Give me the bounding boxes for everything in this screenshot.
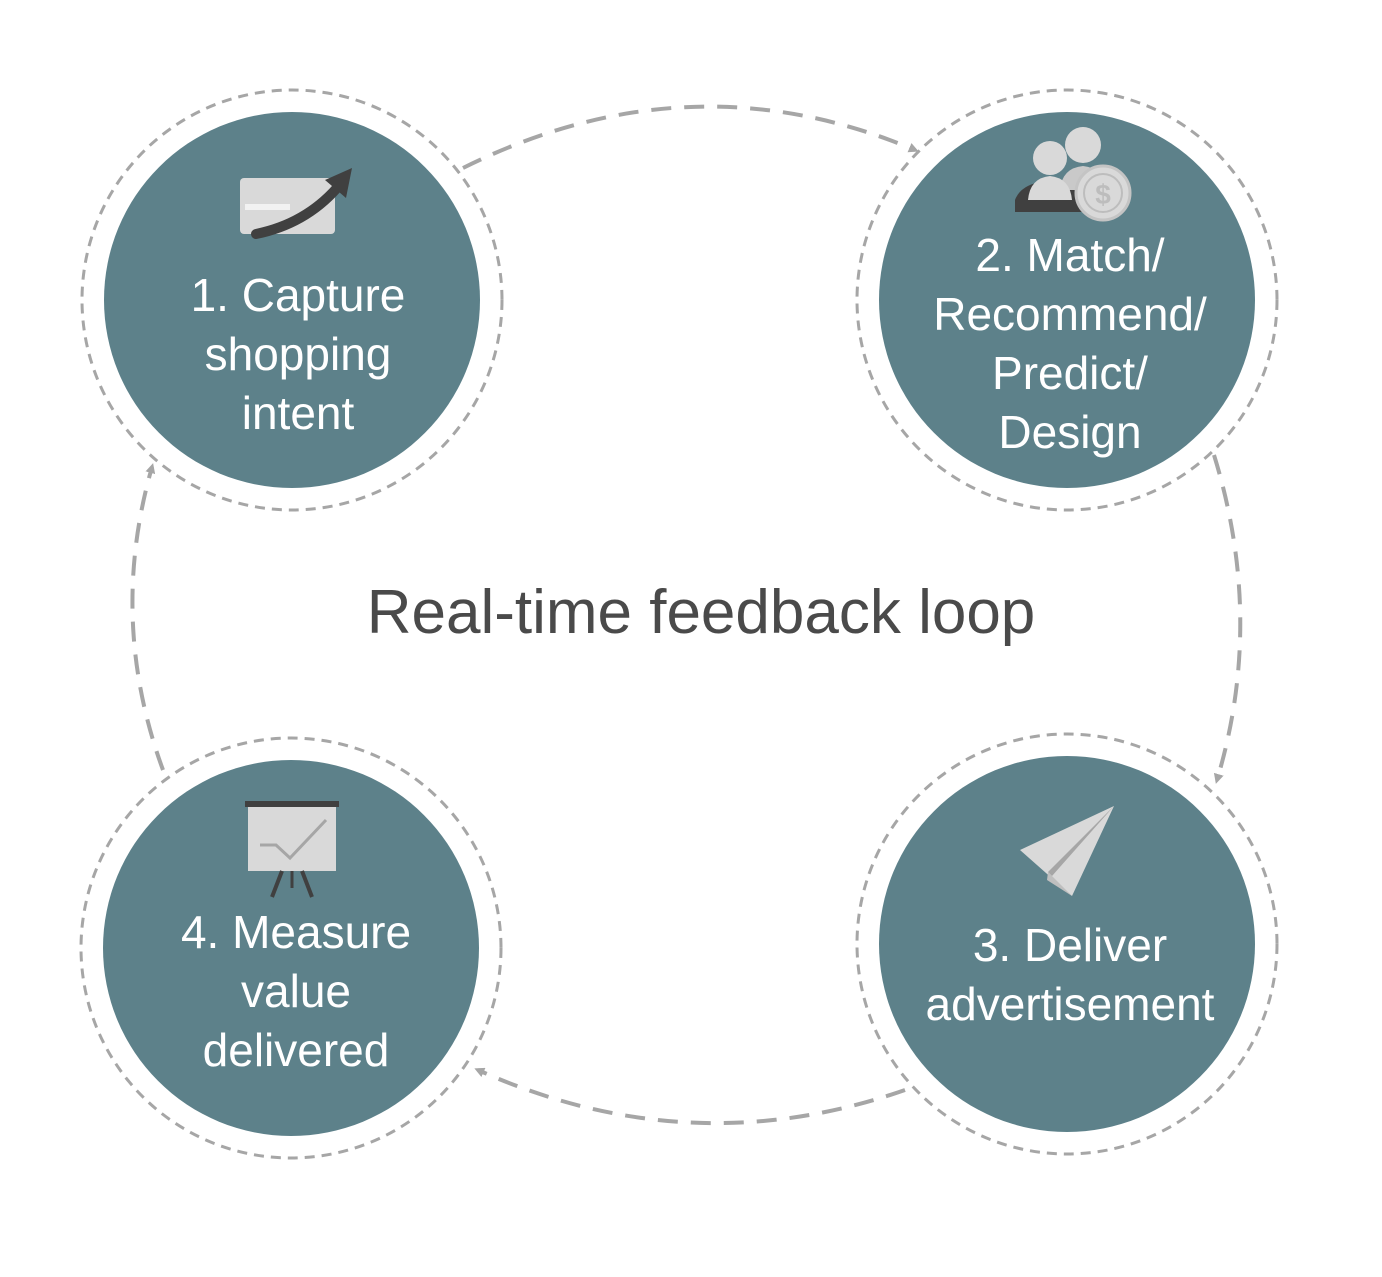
- step-2-label-line: Design: [998, 406, 1142, 458]
- step-2-label: 2. Match/ Recommend/ Predict/ Design: [905, 226, 1235, 462]
- credit-card-growth-icon: [240, 168, 352, 239]
- step-1-label-line: intent: [241, 387, 355, 439]
- step-1-label-line: shopping: [204, 328, 392, 380]
- step-3-label-line: advertisement: [925, 978, 1215, 1030]
- step-1-label-line: 1. Capture: [190, 269, 406, 321]
- arrow-step4-to-step1: [130, 463, 165, 771]
- step-1-dashed-ring: [80, 88, 504, 512]
- step-4-node: [79, 736, 503, 1160]
- arrow-step3-to-step4: [474, 1067, 906, 1126]
- step-4-label-line: delivered: [202, 1024, 390, 1076]
- people-money-icon: $: [1015, 127, 1132, 222]
- paper-plane-icon: [1020, 806, 1114, 896]
- step-4-label-line: value: [241, 965, 351, 1017]
- diagram-title: Real-time feedback loop: [366, 578, 1036, 647]
- step-2-dashed-ring: [855, 88, 1279, 512]
- step-1-node: [80, 88, 504, 512]
- step-4-label: 4. Measure value delivered: [146, 903, 446, 1080]
- presentation-chart-icon: [245, 801, 339, 898]
- step-2-node: $: [855, 88, 1279, 512]
- step-2-label-line: Recommend/: [933, 288, 1207, 340]
- step-2-circle: [879, 112, 1255, 488]
- step-4-circle: [103, 760, 479, 1136]
- arrow-step2-to-step3: [1212, 454, 1243, 784]
- step-1-label: 1. Capture shopping intent: [148, 266, 448, 443]
- step-4-label-line: 4. Measure: [180, 906, 412, 958]
- step-3-node: [855, 732, 1279, 1156]
- step-3-dashed-ring: [855, 732, 1279, 1156]
- step-1-circle: [104, 112, 480, 488]
- arrow-step1-to-step2: [462, 104, 919, 170]
- step-3-label-line: 3. Deliver: [972, 919, 1168, 971]
- step-2-label-line: 2. Match/: [975, 229, 1165, 281]
- svg-text:$: $: [1095, 179, 1111, 210]
- step-4-dashed-ring: [79, 736, 503, 1160]
- step-2-label-line: Predict/: [992, 347, 1148, 399]
- step-3-circle: [879, 756, 1255, 1132]
- step-3-label: 3. Deliver advertisement: [900, 916, 1240, 1034]
